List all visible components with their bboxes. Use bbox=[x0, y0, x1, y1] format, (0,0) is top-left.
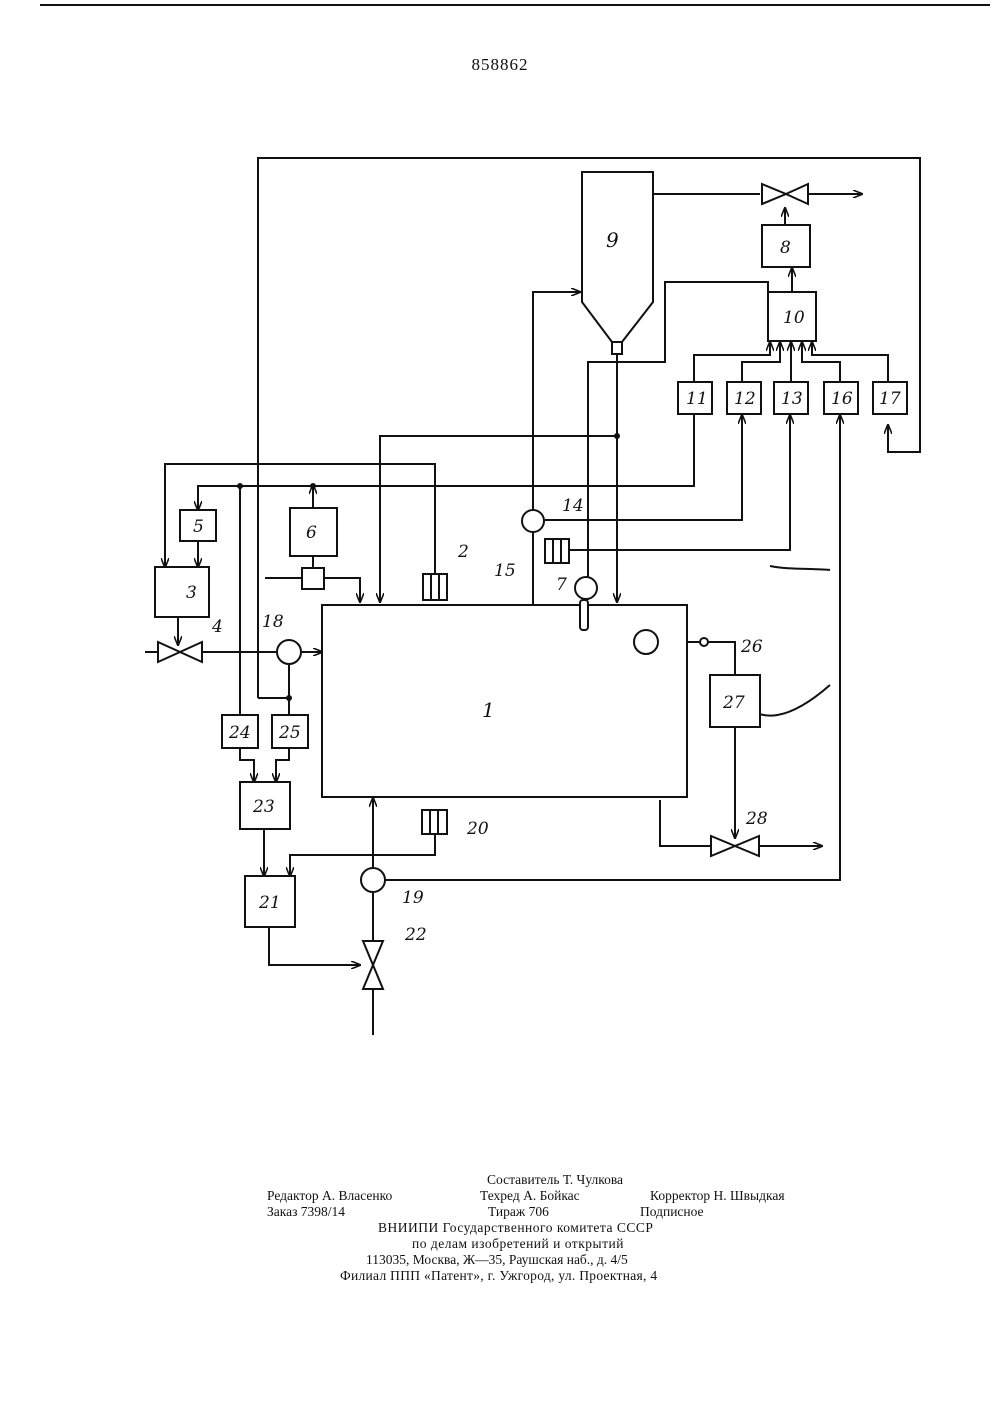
editor: Редактор А. Власенко bbox=[267, 1188, 392, 1204]
corrector: Корректор Н. Швыдкая bbox=[650, 1188, 785, 1204]
label-1: 1 bbox=[482, 698, 495, 722]
sensor-20 bbox=[422, 810, 447, 834]
label-28: 28 bbox=[745, 809, 768, 829]
label-20: 20 bbox=[466, 819, 489, 839]
label-19: 19 bbox=[402, 888, 424, 908]
branch: Филиал ППП «Патент», г. Ужгород, ул. Про… bbox=[340, 1268, 657, 1284]
label-13: 13 bbox=[781, 389, 803, 409]
valve-4 bbox=[158, 642, 202, 662]
label-3: 3 bbox=[186, 583, 197, 603]
label-17: 17 bbox=[879, 389, 901, 409]
sensor-18 bbox=[277, 640, 301, 664]
level-sensor-26 bbox=[634, 630, 658, 654]
label-24: 24 bbox=[228, 723, 251, 743]
label-7: 7 bbox=[556, 575, 567, 595]
block-3 bbox=[155, 567, 209, 617]
label-12: 12 bbox=[734, 389, 756, 409]
label-22: 22 bbox=[404, 925, 427, 945]
label-21: 21 bbox=[258, 893, 281, 913]
techred: Техред А. Бойкас bbox=[480, 1188, 580, 1204]
org-line1: ВНИИПИ Государственного комитета СССР bbox=[378, 1220, 653, 1236]
sensor-6-box bbox=[302, 568, 324, 589]
label-16: 16 bbox=[831, 389, 853, 409]
label-8: 8 bbox=[780, 238, 791, 258]
label-27: 27 bbox=[722, 693, 745, 713]
valve-28 bbox=[711, 836, 759, 856]
label-23: 23 bbox=[252, 797, 275, 817]
circulation: Тираж 706 bbox=[488, 1204, 549, 1220]
sensor-19 bbox=[361, 868, 385, 892]
label-9: 9 bbox=[606, 228, 619, 252]
label-11: 11 bbox=[686, 389, 708, 409]
org-line2: по делам изобретений и открытий bbox=[412, 1236, 624, 1252]
label-26: 26 bbox=[740, 637, 763, 657]
label-6: 6 bbox=[306, 523, 317, 543]
label-5: 5 bbox=[193, 517, 204, 537]
order: Заказ 7398/14 bbox=[267, 1204, 345, 1220]
label-2: 2 bbox=[457, 542, 469, 562]
label-10: 10 bbox=[783, 308, 805, 328]
label-14: 14 bbox=[562, 496, 584, 516]
label-4: 4 bbox=[211, 617, 223, 637]
valve-top bbox=[762, 184, 808, 204]
tank-1 bbox=[322, 605, 687, 797]
address: 113035, Москва, Ж—35, Раушская наб., д. … bbox=[366, 1252, 628, 1268]
valve-22 bbox=[363, 941, 383, 989]
label-15: 15 bbox=[494, 561, 516, 581]
process-schematic: 1 2 3 4 5 6 7 8 9 10 11 12 13 14 15 16 1… bbox=[0, 0, 1000, 1100]
hopper-9 bbox=[582, 172, 653, 342]
composer: Составитель Т. Чулкова bbox=[487, 1172, 623, 1188]
sensor-2 bbox=[423, 574, 447, 600]
subscription: Подписное bbox=[640, 1204, 704, 1220]
label-18: 18 bbox=[262, 612, 284, 632]
level-sensor-26-node bbox=[700, 638, 708, 646]
label-25: 25 bbox=[278, 723, 301, 743]
sensor-15 bbox=[545, 539, 569, 563]
sensor-14 bbox=[522, 510, 544, 532]
